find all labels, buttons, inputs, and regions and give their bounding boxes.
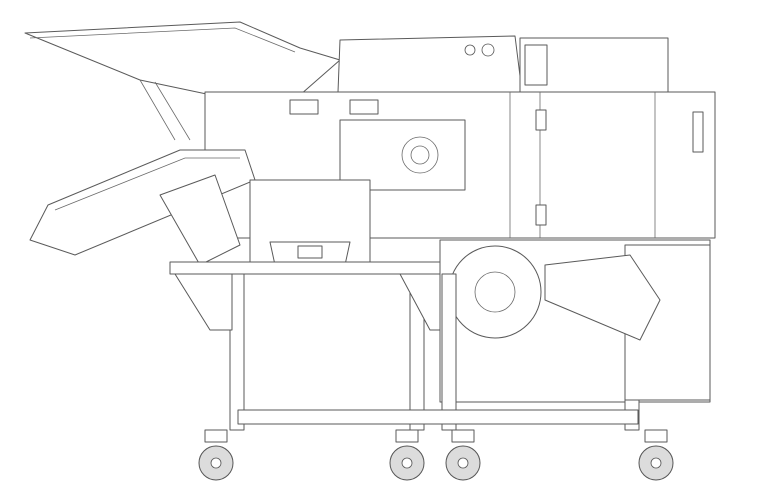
caster-wheel (445, 429, 481, 481)
upper-housing (337, 35, 669, 93)
infeed-tray (29, 149, 256, 266)
casters (198, 429, 674, 481)
center-frame (169, 179, 443, 275)
main-cabinet (204, 91, 716, 239)
base-frame (174, 273, 640, 431)
caster-wheel (638, 429, 674, 481)
caster-wheel (198, 429, 234, 481)
top-feed-tray (24, 21, 341, 141)
caster-wheel (389, 429, 425, 481)
lower-module (439, 239, 711, 403)
